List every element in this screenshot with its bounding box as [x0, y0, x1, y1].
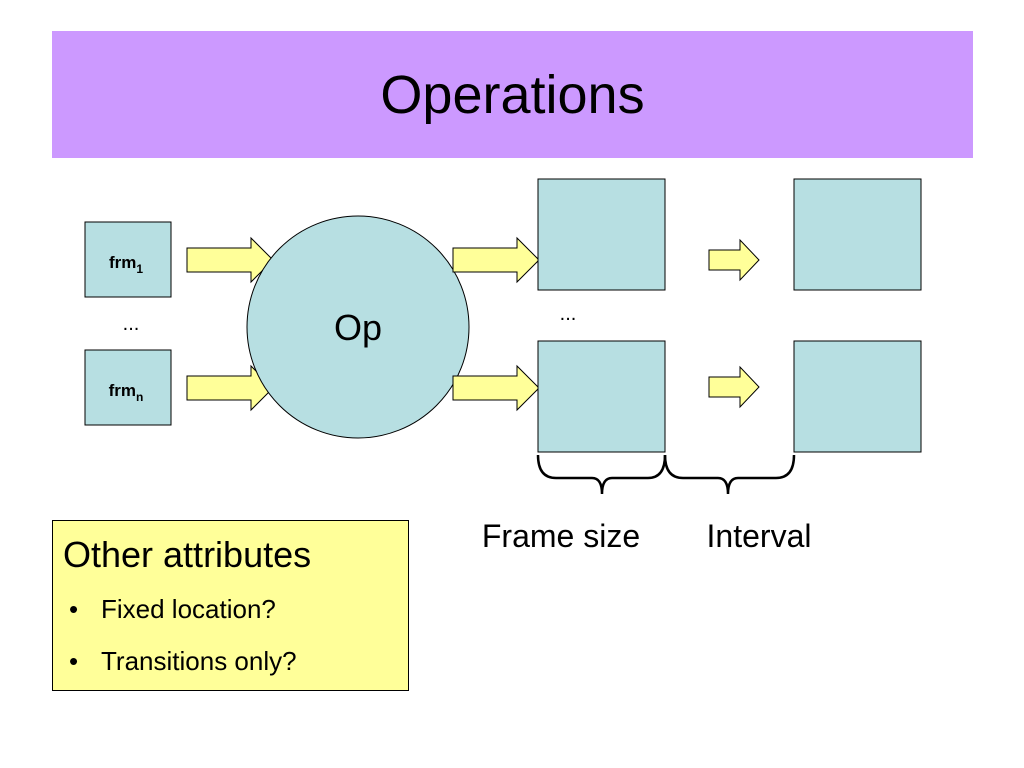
interval-arrow-top	[708, 238, 760, 282]
list-item: • Fixed location?	[63, 583, 398, 635]
list-item: • Transitions only?	[63, 635, 398, 687]
other-attributes-title: Other attributes	[63, 534, 312, 575]
output-ellipsis: ...	[560, 303, 577, 325]
operation-node	[246, 215, 470, 439]
list-item-text: Fixed location?	[101, 594, 276, 624]
interval-brace	[663, 454, 796, 495]
input-ellipsis: ...	[123, 313, 140, 335]
output-frame-top-2	[793, 178, 922, 291]
input-arrow-n	[186, 364, 274, 412]
output-arrow-n	[452, 364, 540, 412]
bullet-icon: •	[69, 646, 79, 676]
bullet-icon: •	[69, 594, 79, 624]
output-frame-bottom-2	[793, 340, 922, 453]
output-frame-bottom-1	[537, 340, 666, 453]
other-attributes-box: Other attributes • Fixed location? • Tra…	[52, 520, 409, 691]
input-frame-n	[84, 349, 172, 426]
input-frame-n-label: frmn	[109, 381, 144, 404]
frame-size-brace	[536, 454, 667, 495]
input-frame-1-label: frm1	[109, 253, 143, 276]
frame-size-label: Frame size	[482, 518, 640, 554]
interval-arrow-bottom	[708, 365, 760, 409]
interval-label: Interval	[707, 518, 812, 554]
other-attributes-list: • Fixed location? • Transitions only?	[63, 583, 398, 687]
slide-title: Operations	[380, 64, 645, 125]
output-frame-top-1	[537, 178, 666, 291]
operation-label: Op	[334, 307, 382, 348]
title-banner: Operations	[52, 31, 973, 158]
output-arrow-1	[452, 236, 540, 284]
list-item-text: Transitions only?	[101, 646, 297, 676]
input-frame-1	[84, 221, 172, 298]
